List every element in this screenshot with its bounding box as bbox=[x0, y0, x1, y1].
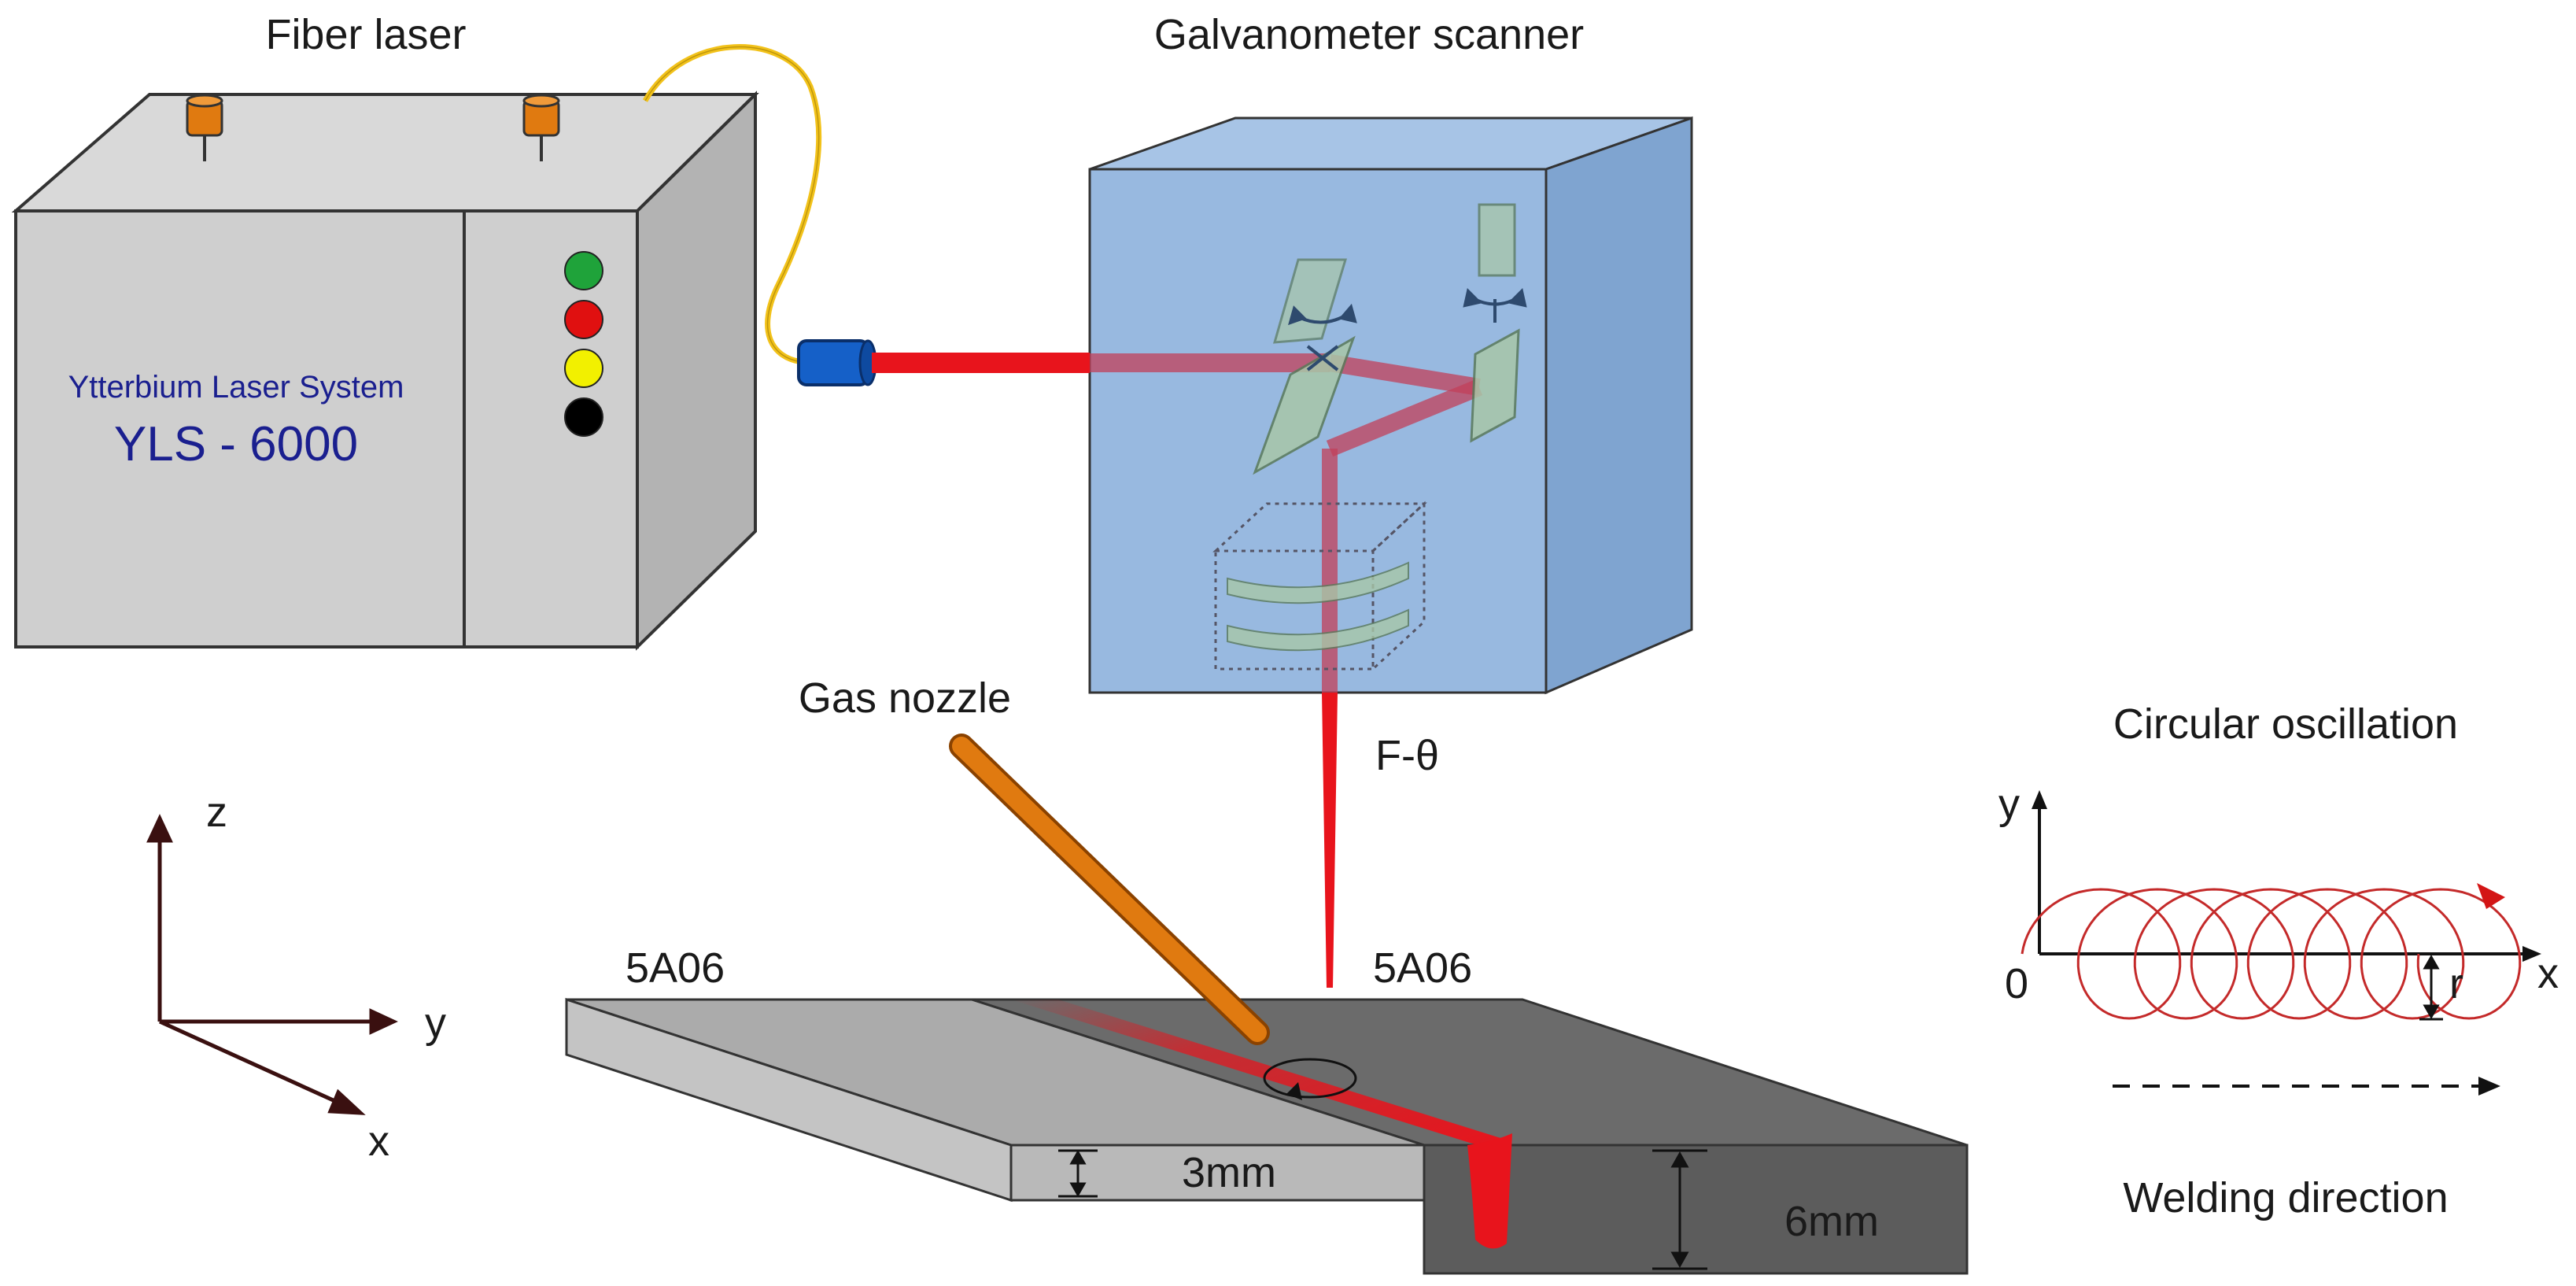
coordinate-axes bbox=[146, 814, 398, 1115]
indicator-light-red bbox=[564, 300, 603, 339]
thick-thickness-arrow bbox=[1652, 1149, 1707, 1270]
label-axis-y: y bbox=[425, 1000, 446, 1047]
welding-direction-arrow bbox=[2113, 1077, 2500, 1096]
label-osc-radius: r bbox=[2449, 960, 2463, 1007]
top-connector-left bbox=[186, 94, 223, 161]
laser-model: YLS - 6000 bbox=[114, 417, 358, 471]
thin-plate-front bbox=[1009, 1144, 1426, 1202]
collimator bbox=[797, 339, 877, 386]
scanner-box-side bbox=[1544, 116, 1693, 695]
label-thin-thickness: 3mm bbox=[1182, 1149, 1276, 1196]
f-theta-lens bbox=[1212, 501, 1427, 672]
rotation-arrow-x-icon bbox=[1288, 303, 1357, 371]
label-f-theta: F-θ bbox=[1375, 732, 1439, 779]
fiber-laser-unit: Ytterbium Laser System YLS - 6000 bbox=[11, 91, 759, 651]
workpiece bbox=[565, 997, 1969, 1275]
gas-nozzle bbox=[949, 734, 1270, 1045]
laser-system-name: Ytterbium Laser System bbox=[68, 370, 404, 405]
oscillation-end-arrow-icon bbox=[2477, 883, 2505, 909]
top-connector-right bbox=[522, 94, 560, 161]
weld-pool bbox=[1467, 1133, 1512, 1249]
label-material-right: 5A06 bbox=[1373, 944, 1472, 992]
label-osc-axis-x: x bbox=[2537, 950, 2559, 997]
oscillation-circle-icon bbox=[1263, 1058, 1357, 1100]
weld-seam bbox=[1011, 1000, 1511, 1151]
label-fiber-laser: Fiber laser bbox=[265, 11, 466, 58]
indicator-light-black bbox=[564, 397, 603, 437]
label-axis-x: x bbox=[368, 1118, 389, 1165]
thin-thickness-arrow bbox=[1058, 1149, 1098, 1198]
label-material-left: 5A06 bbox=[626, 944, 725, 992]
laser-box-top bbox=[11, 93, 759, 212]
label-axis-z: z bbox=[206, 789, 227, 836]
label-osc-axis-y: y bbox=[1998, 781, 2020, 828]
thick-plate-front bbox=[1423, 1144, 1969, 1275]
label-thick-thickness: 6mm bbox=[1784, 1198, 1879, 1245]
laser-box-front bbox=[14, 209, 639, 649]
label-galvanometer-scanner: Galvanometer scanner bbox=[1154, 11, 1584, 58]
rotation-arrow-y-icon bbox=[1463, 288, 1527, 323]
indicator-light-yellow bbox=[564, 349, 603, 388]
galvo-mirror-y bbox=[1470, 203, 1520, 443]
label-osc-origin: 0 bbox=[2005, 960, 2028, 1007]
label-welding-direction: Welding direction bbox=[2123, 1174, 2448, 1221]
radius-indicator bbox=[2419, 952, 2443, 1021]
label-gas-nozzle: Gas nozzle bbox=[799, 674, 1011, 722]
oscillation-inset bbox=[2021, 790, 2541, 1096]
indicator-light-green bbox=[564, 251, 603, 290]
label-circular-oscillation: Circular oscillation bbox=[2113, 700, 2458, 748]
galvanometer-scanner bbox=[1088, 116, 1693, 695]
oscillation-path bbox=[2021, 888, 2522, 1020]
laser-beam-output bbox=[1322, 693, 1338, 988]
